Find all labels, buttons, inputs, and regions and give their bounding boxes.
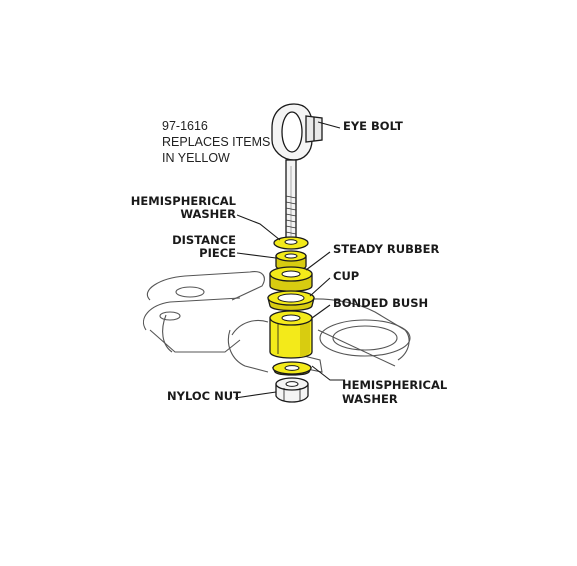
steady-rubber <box>269 266 313 292</box>
bonded-bush <box>269 310 313 359</box>
hemispherical-washer-top <box>273 236 309 250</box>
leader-lines <box>234 121 345 399</box>
eye-bolt <box>271 103 323 239</box>
label-steady-rubber: STEADY RUBBER <box>333 242 440 256</box>
note-part-number: 97-1616 <box>162 119 208 133</box>
label-cup: CUP <box>333 269 359 283</box>
note-line-3: IN YELLOW <box>162 151 230 165</box>
label-nyloc-nut: NYLOC NUT <box>167 389 241 403</box>
label-distance-piece-2: PIECE <box>199 246 236 260</box>
label-hemispherical-washer-top-2: WASHER <box>180 207 236 221</box>
nyloc-nut <box>275 377 309 403</box>
label-bonded-bush: BONDED BUSH <box>333 296 428 310</box>
hemispherical-washer-bottom <box>271 361 313 376</box>
cup <box>267 290 315 312</box>
label-distance-piece-1: DISTANCE <box>172 233 236 247</box>
note-line-2: REPLACES ITEMS <box>162 135 270 149</box>
label-hemispherical-washer-bottom-2: WASHER <box>342 392 398 406</box>
label-hemispherical-washer-bottom-1: HEMISPHERICAL <box>342 378 448 392</box>
label-eye-bolt: EYE BOLT <box>343 119 403 133</box>
label-hemispherical-washer-top-1: HEMISPHERICAL <box>131 194 237 208</box>
